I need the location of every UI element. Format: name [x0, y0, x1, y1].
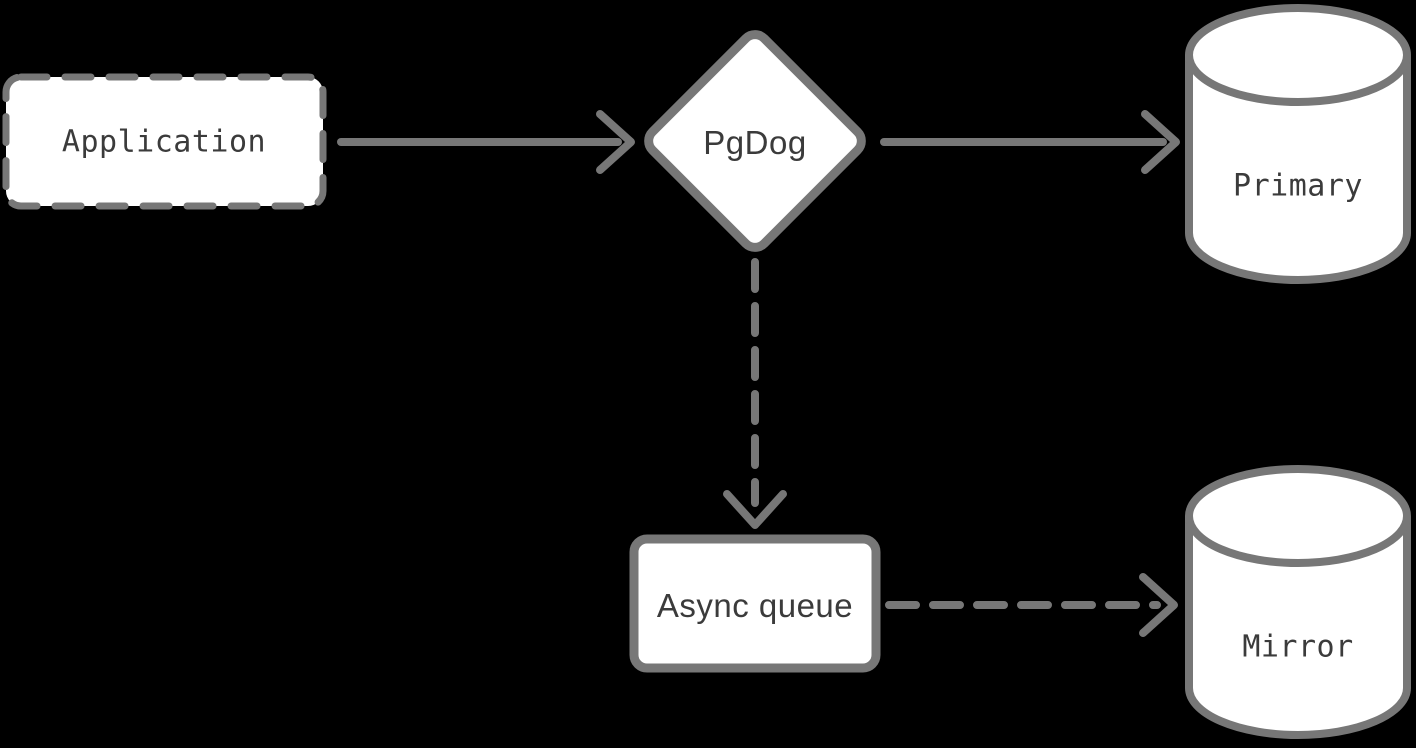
mirror-cylinder: [1185, 465, 1411, 739]
pgdog-label: PgDog: [703, 124, 807, 161]
arrow-pgdog-to-async-queue: [723, 258, 787, 529]
pgdog-diamond: [644, 30, 866, 252]
arrowhead-right-icon: [1141, 110, 1180, 174]
application-box: [2, 73, 327, 210]
primary-label: Primary: [1233, 168, 1363, 204]
async-queue-box: [629, 534, 881, 673]
arrowhead-down-icon: [723, 490, 787, 529]
arrow-pgdog-to-primary: [880, 110, 1180, 174]
arrowhead-right-icon: [596, 110, 635, 174]
mirror-label: Mirror: [1242, 629, 1354, 665]
async-queue-label: Async queue: [656, 587, 854, 624]
primary-cylinder: [1185, 4, 1411, 284]
arrow-async-queue-to-mirror: [885, 573, 1178, 637]
arrowhead-right-icon: [1139, 573, 1178, 637]
arrow-application-to-pgdog: [337, 110, 635, 174]
application-label: Application: [61, 124, 267, 160]
